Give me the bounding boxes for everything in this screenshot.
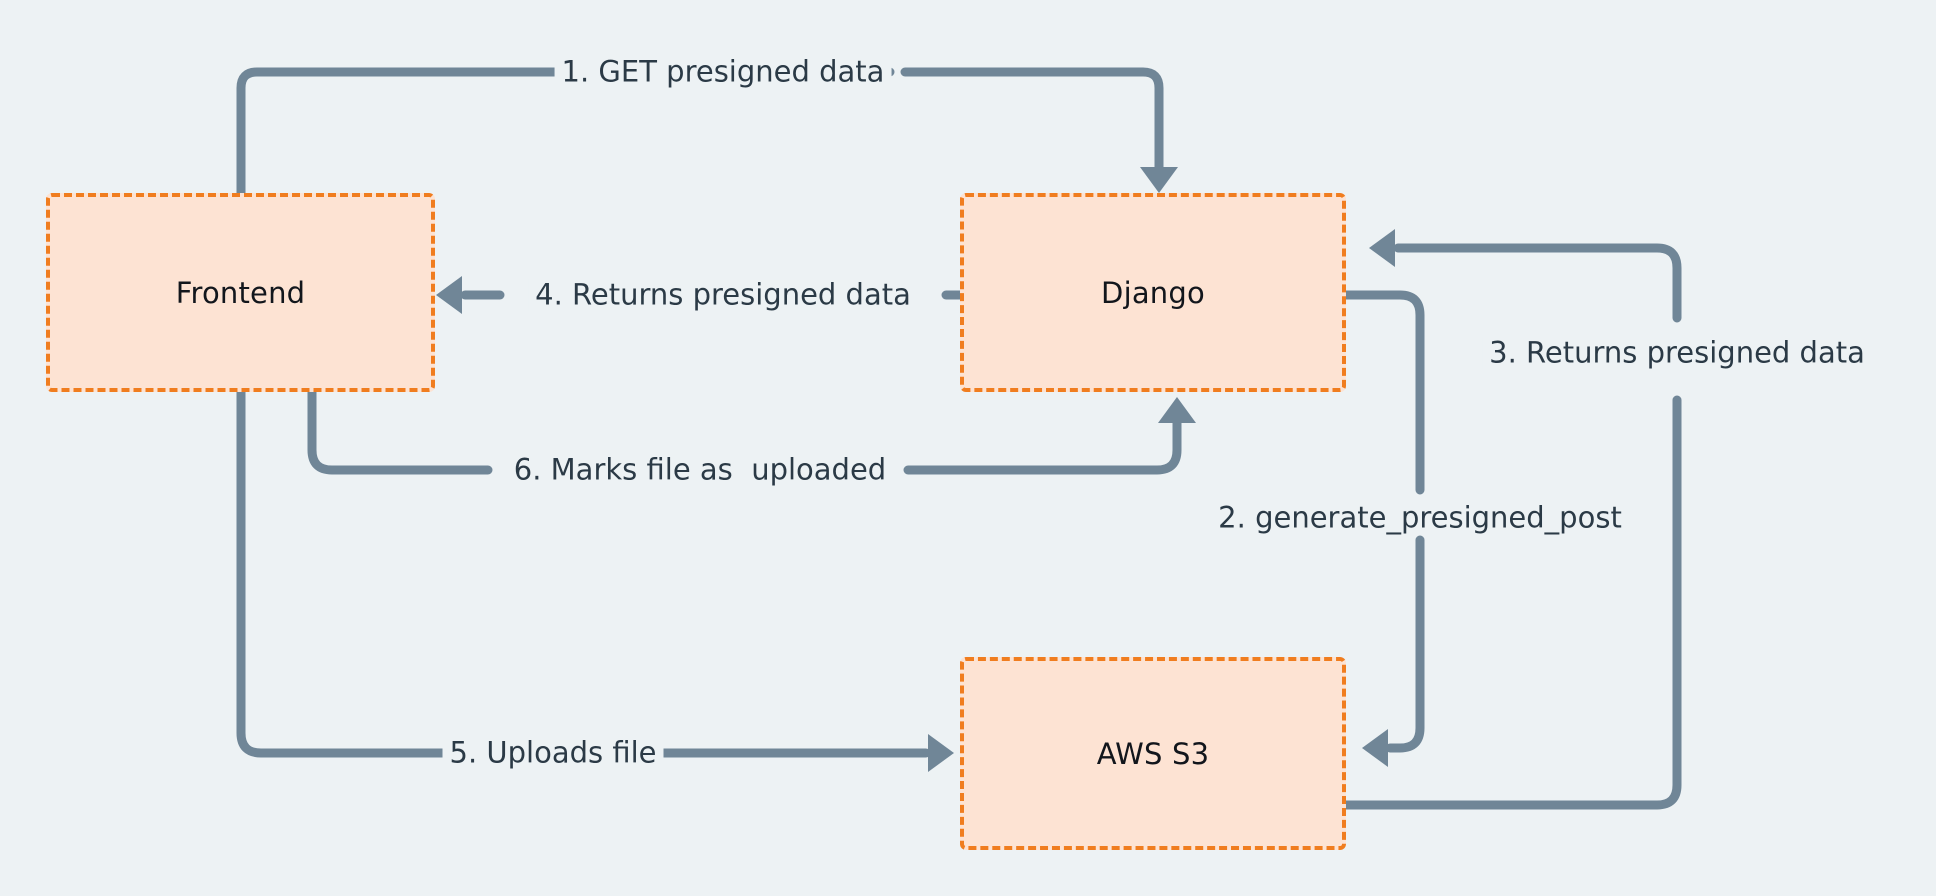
edge-arrowhead-3 xyxy=(1369,229,1395,267)
edge-arrowhead-2 xyxy=(1362,729,1388,767)
node-aws-s3[interactable]: AWS S3 xyxy=(960,657,1346,850)
node-aws-s3-label: AWS S3 xyxy=(1096,736,1210,771)
edge-label-2-generate-presigned-post: 2. generate_presigned_post xyxy=(1211,500,1629,535)
edge-arrowhead-5 xyxy=(928,734,954,772)
node-frontend[interactable]: Frontend xyxy=(46,193,435,392)
edge-label-4-returns-presigned-data: 4. Returns presigned data xyxy=(528,277,918,312)
edge-path-6a xyxy=(307,387,493,475)
edge-label-6-marks-file-as-uploaded: 6. Marks file as uploaded xyxy=(506,452,894,487)
edge-path-6b xyxy=(903,415,1182,475)
edge-path-3b xyxy=(1393,243,1682,323)
edge-path-2a xyxy=(1341,290,1425,495)
edge-label-3-returns-presigned-data: 3. Returns presigned data xyxy=(1482,335,1872,370)
edge-path-2b xyxy=(1385,535,1425,753)
node-django[interactable]: Django xyxy=(960,193,1346,392)
edge-arrowhead-4 xyxy=(436,276,462,314)
edge-path-1b xyxy=(900,67,1164,175)
node-django-label: Django xyxy=(1101,275,1205,310)
edge-arrowhead-1 xyxy=(1140,167,1178,193)
edge-path-3a xyxy=(1341,395,1682,810)
edge-path-5a xyxy=(236,387,497,758)
edge-arrowhead-6 xyxy=(1158,397,1196,423)
edge-path-1 xyxy=(236,67,895,198)
edge-label-5-uploads-file: 5. Uploads file xyxy=(442,735,664,770)
edge-label-1-get-presigned-data: 1. GET presigned data xyxy=(554,54,892,89)
node-frontend-label: Frontend xyxy=(175,275,306,310)
